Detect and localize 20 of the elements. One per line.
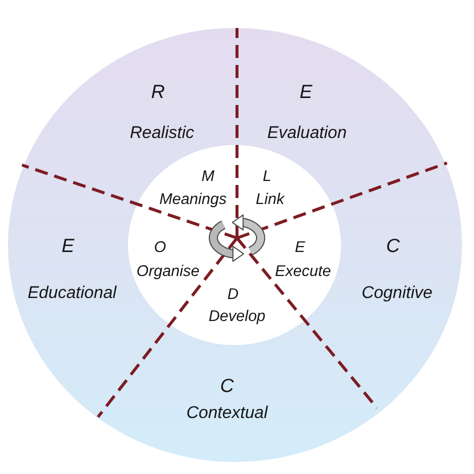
sector-initial: M <box>202 168 214 186</box>
sector-name: Develop <box>208 308 266 326</box>
sector-name: Cognitive <box>362 283 432 303</box>
sector-name: Execute <box>275 263 331 281</box>
sector-initial: C <box>386 236 400 258</box>
sector-initial: L <box>262 168 272 186</box>
sector-name: Meanings <box>159 191 227 209</box>
sector-name: Evaluation <box>267 123 347 143</box>
sector-initial: C <box>220 376 234 398</box>
sector-name: Link <box>256 191 284 209</box>
sector-initial: E <box>62 236 74 258</box>
sector-name: Contextual <box>186 403 268 423</box>
sector-initial: O <box>154 239 166 257</box>
sector-name: Educational <box>28 283 116 303</box>
sector-name: Realistic <box>130 123 194 143</box>
sector-name: Organise <box>136 263 200 281</box>
sector-initial: E <box>300 82 312 104</box>
sector-initial: E <box>294 239 306 257</box>
sector-initial: D <box>227 286 239 304</box>
sector-initial: R <box>151 82 165 104</box>
